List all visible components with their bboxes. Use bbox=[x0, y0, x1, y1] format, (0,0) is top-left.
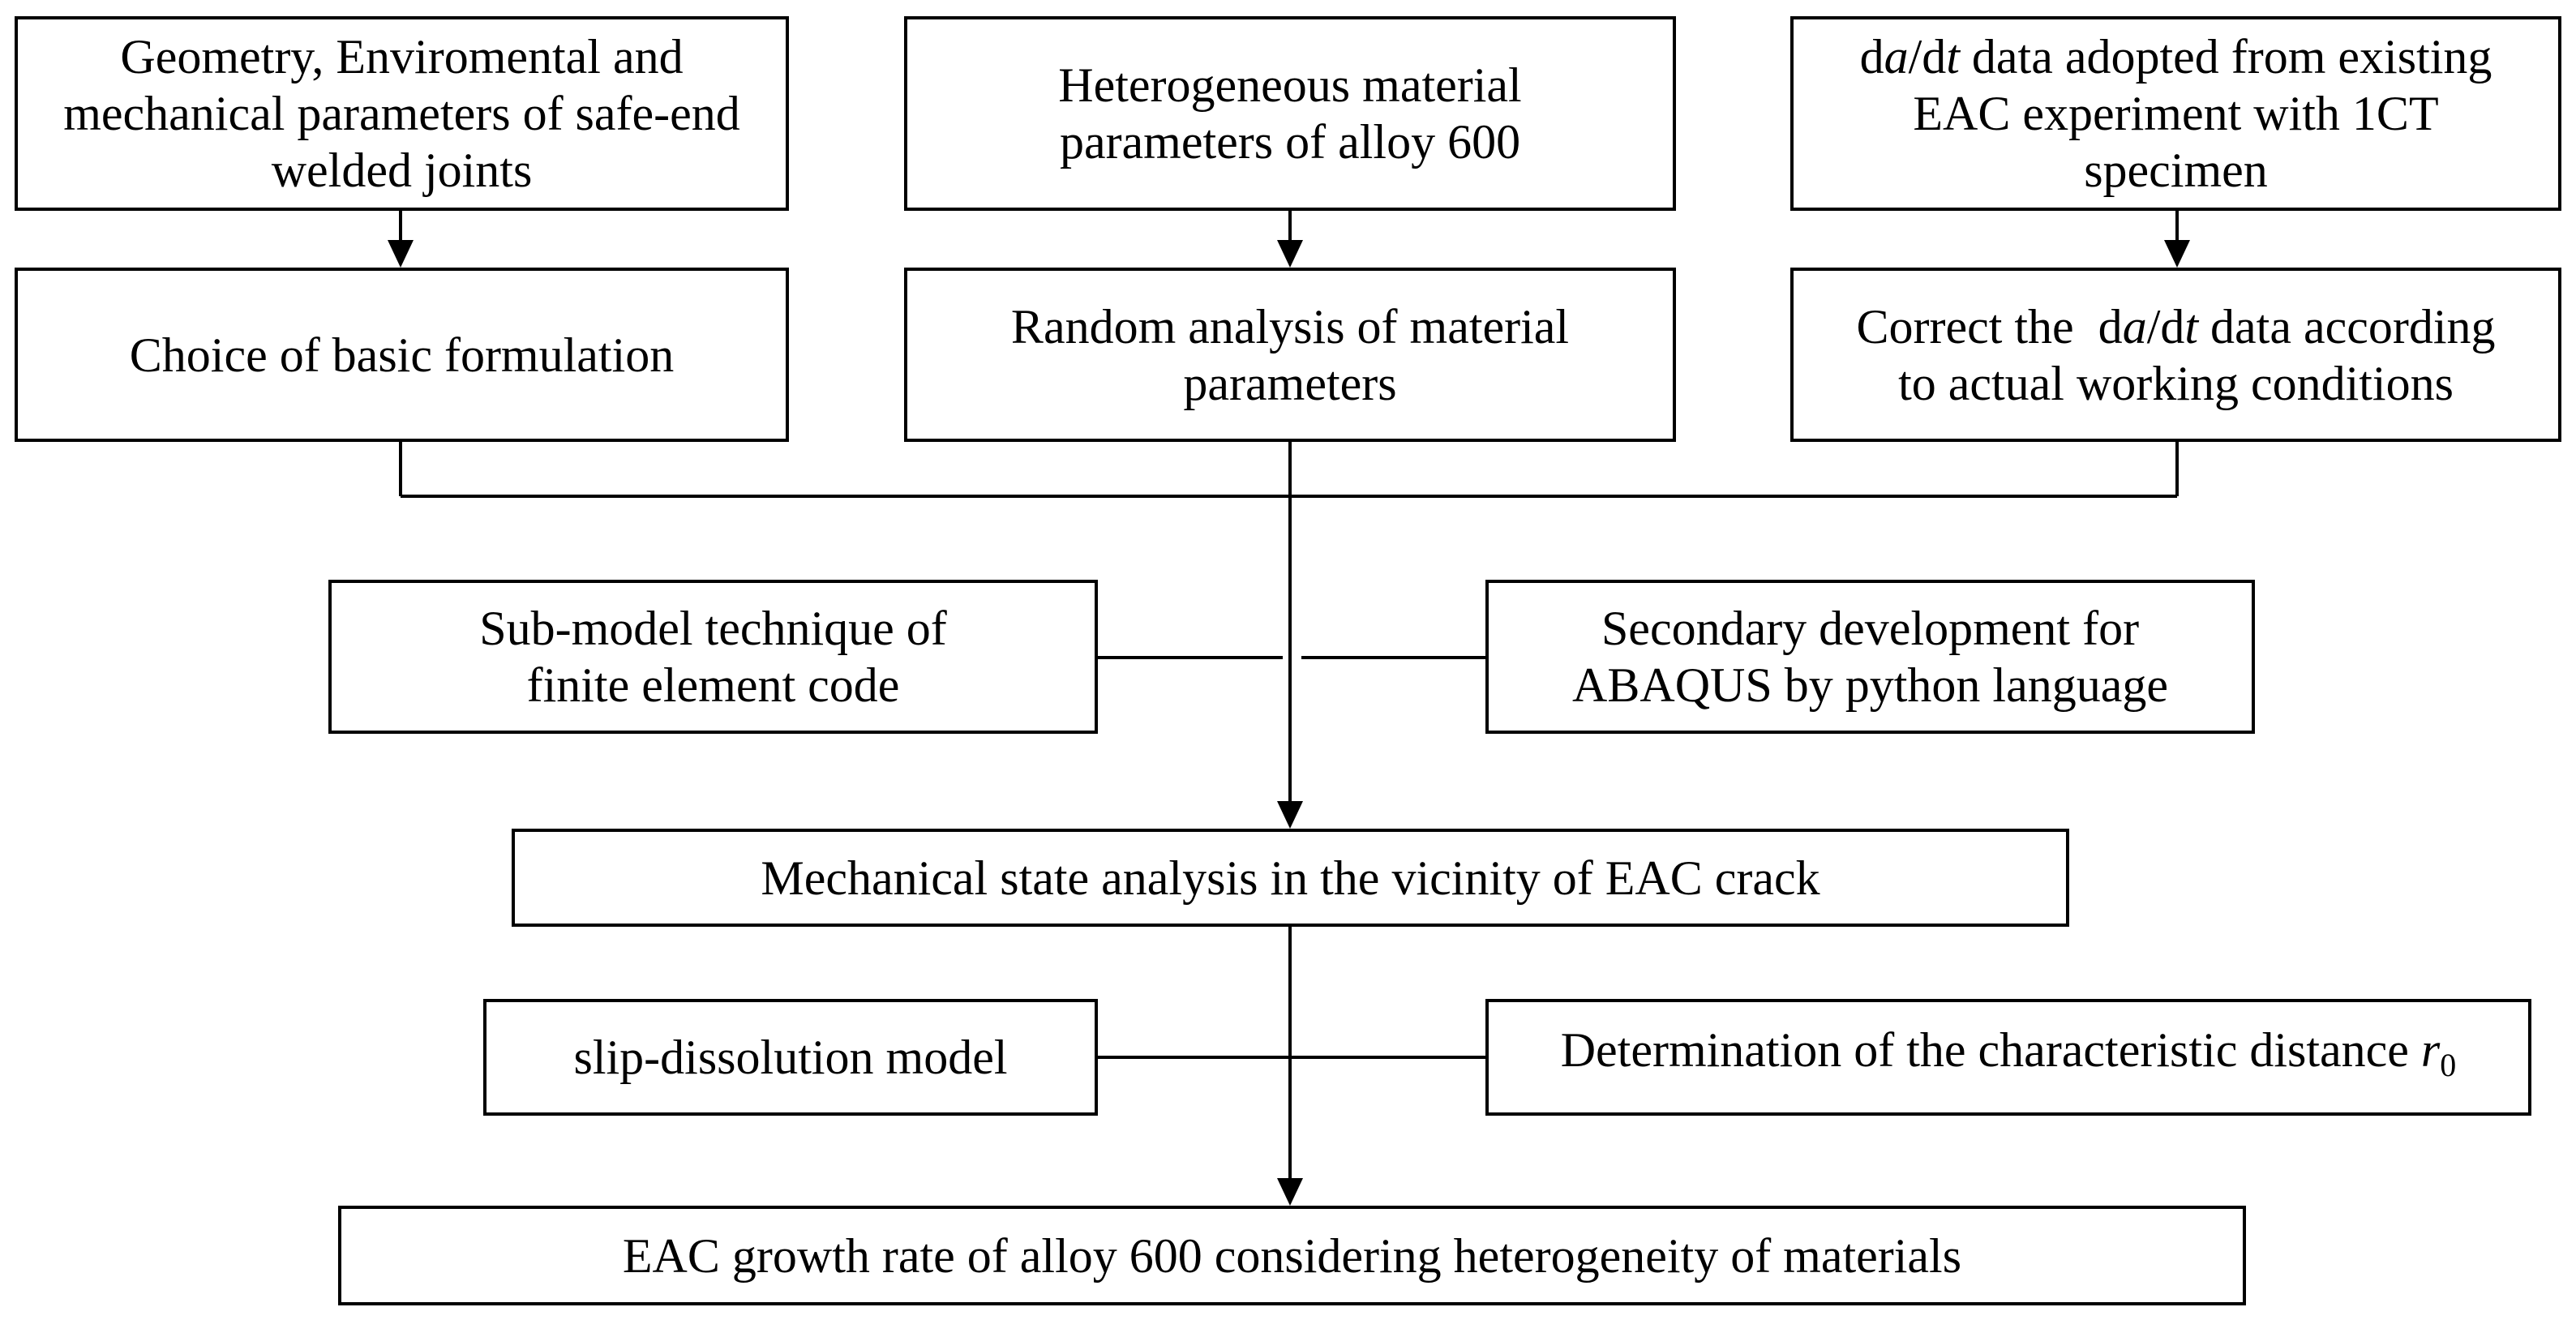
box-dadt-data-adopted-line1: da/dt data adopted from existing bbox=[1859, 30, 2492, 84]
box-dadt-data-adopted-line3: specimen bbox=[2084, 144, 2268, 197]
box-sub-model-technique: Sub-model technique of finite element co… bbox=[328, 580, 1098, 734]
box-heterogeneous-material-parameters-text: Heterogeneous material parameters of all… bbox=[1058, 58, 1522, 169]
box-choice-of-basic-formulation-text: Choice of basic formulation bbox=[129, 328, 675, 382]
box-eac-growth-rate: EAC growth rate of alloy 600 considering… bbox=[338, 1206, 2246, 1305]
box-sub-model-technique-text: Sub-model technique of finite element co… bbox=[479, 602, 947, 712]
box-eac-growth-rate-text: EAC growth rate of alloy 600 considering… bbox=[622, 1228, 1962, 1283]
box-heterogeneous-material-parameters: Heterogeneous material parameters of all… bbox=[904, 16, 1676, 211]
box-correct-dadt-data-line1: Correct the da/dt data according bbox=[1856, 299, 2496, 354]
box-secondary-development: Secondary development for ABAQUS by pyth… bbox=[1485, 580, 2255, 734]
box-mechanical-state-analysis: Mechanical state analysis in the vicinit… bbox=[512, 829, 2069, 927]
box-secondary-development-text: Secondary development for ABAQUS by pyth… bbox=[1572, 602, 2168, 712]
arrowhead-b1-b4 bbox=[388, 240, 414, 268]
box-correct-dadt-data: Correct the da/dt data according to actu… bbox=[1790, 268, 2561, 442]
box-characteristic-distance: Determination of the characteristic dist… bbox=[1485, 999, 2531, 1116]
box-dadt-data-adopted: da/dt data adopted from existing EAC exp… bbox=[1790, 16, 2561, 211]
box-slip-dissolution-model: slip-dissolution model bbox=[483, 999, 1098, 1116]
box-dadt-data-adopted-line2: EAC experiment with 1CT bbox=[1913, 87, 2439, 140]
arrowhead-b3-b6 bbox=[2164, 240, 2190, 268]
box-characteristic-distance-text: Determination of the characteristic dist… bbox=[1560, 1022, 2457, 1083]
box-choice-of-basic-formulation: Choice of basic formulation bbox=[15, 268, 789, 442]
arrowhead-to-b9 bbox=[1277, 801, 1303, 829]
box-random-analysis: Random analysis of material parameters bbox=[904, 268, 1676, 442]
box-mechanical-state-analysis-text: Mechanical state analysis in the vicinit… bbox=[761, 851, 1820, 905]
box-geometry-parameters-text: Geometry, Enviromental and mechanical pa… bbox=[63, 30, 740, 197]
arrowhead-to-b12 bbox=[1277, 1178, 1303, 1206]
arrowhead-b2-b5 bbox=[1277, 240, 1303, 268]
box-random-analysis-text: Random analysis of material parameters bbox=[1010, 299, 1570, 410]
box-geometry-parameters: Geometry, Enviromental and mechanical pa… bbox=[15, 16, 789, 211]
box-correct-dadt-data-line2: to actual working conditions bbox=[1898, 356, 2454, 410]
box-slip-dissolution-model-text: slip-dissolution model bbox=[573, 1031, 1008, 1084]
